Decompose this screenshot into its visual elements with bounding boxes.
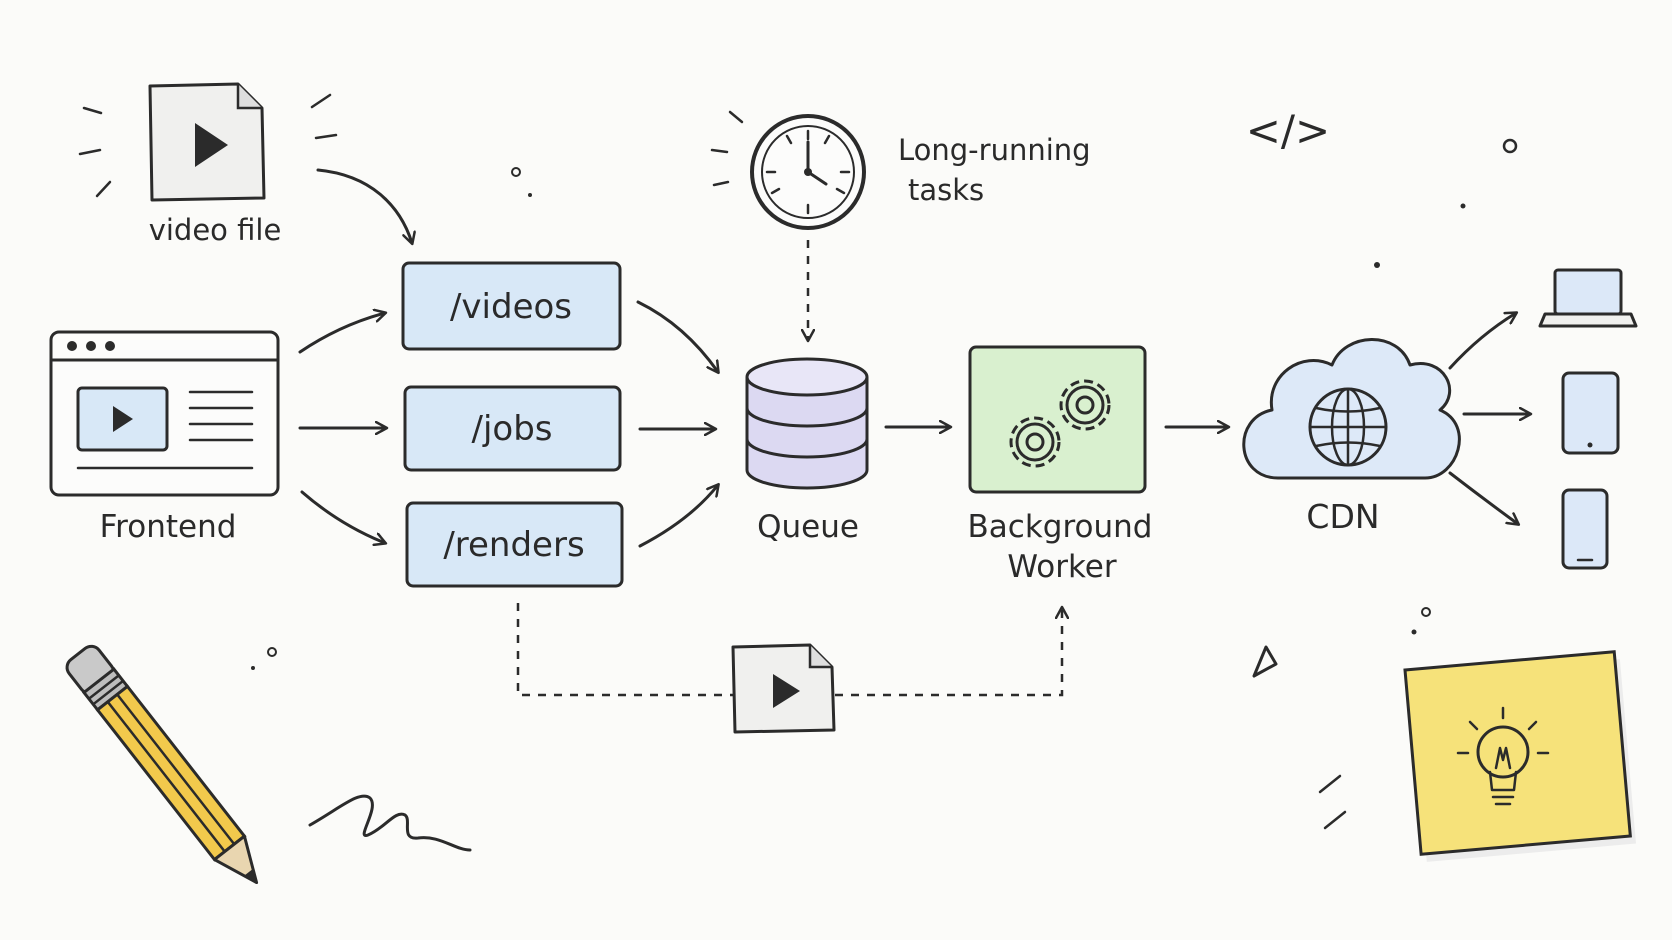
endpoint-videos-label: /videos (450, 287, 572, 327)
video-file-label: video file (149, 213, 282, 247)
endpoint-jobs-label: /jobs (472, 409, 553, 449)
arrow-frontend-to-renders (300, 490, 385, 543)
video-file-sparks (78, 93, 338, 198)
laptop-icon (1538, 268, 1638, 328)
tablet-icon (1561, 371, 1620, 455)
cdn-label: CDN (1306, 497, 1379, 536)
code-tag-doodle: </> (1246, 106, 1331, 155)
long-running-label-line1: Long-running (898, 133, 1091, 167)
dashed-path-file-to-worker (835, 608, 1062, 697)
frontend-label: Frontend (100, 509, 237, 545)
clock-sparks (710, 110, 744, 187)
endpoint-renders-label: /renders (443, 525, 584, 565)
arrow-renders-to-queue (638, 485, 718, 548)
arrow-cdn-to-phone (1448, 471, 1518, 524)
database-icon (745, 357, 869, 490)
endpoint-videos-box: /videos (401, 261, 622, 351)
cloud-globe-icon (1242, 338, 1461, 480)
sticky-note (1403, 650, 1637, 862)
browser-window-icon (49, 330, 280, 497)
gears-icon (1009, 379, 1111, 468)
dashed-path-renders-to-file (516, 603, 734, 697)
triangle-doodle (1252, 645, 1278, 678)
rendered-video-file-icon (731, 643, 836, 734)
worker-label-line2: Worker (1007, 549, 1116, 585)
phone-icon (1561, 488, 1609, 570)
doodle-dots (251, 138, 1518, 670)
sticky-note-sparks (1318, 774, 1347, 830)
arrow-cdn-to-laptop (1448, 313, 1516, 370)
endpoint-jobs-box: /jobs (403, 385, 622, 472)
arrow-video-to-endpoints (316, 168, 412, 243)
squiggle-doodle (308, 794, 472, 852)
long-running-label-line2: tasks (908, 173, 984, 207)
worker-label-line1: Background (968, 509, 1153, 545)
clock-icon (750, 114, 866, 230)
arrow-videos-to-queue (636, 300, 718, 372)
endpoint-renders-box: /renders (405, 501, 624, 588)
video-file-icon (148, 82, 266, 202)
pencil-icon (65, 644, 259, 885)
arrow-frontend-to-videos (298, 313, 385, 354)
lightbulb-icon (1456, 706, 1550, 806)
worker-box (968, 345, 1147, 494)
queue-label: Queue (757, 509, 859, 545)
